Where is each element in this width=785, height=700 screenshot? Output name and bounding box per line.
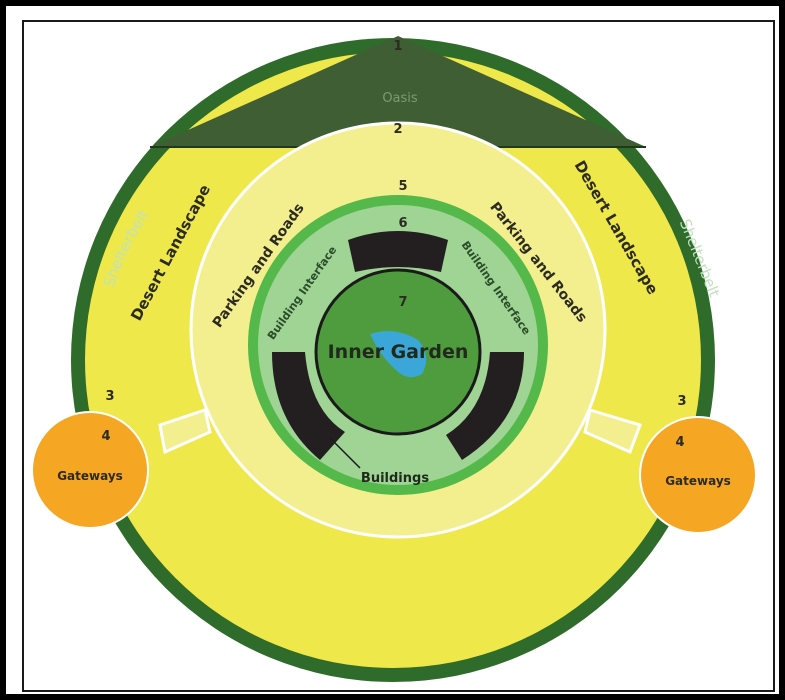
zone-number-1: 1: [393, 39, 402, 54]
zone-number-7: 7: [398, 295, 407, 310]
zone-number-6: 6: [398, 216, 407, 231]
building-block-right: [446, 352, 524, 460]
gateways-label-left: Gateways: [57, 469, 123, 483]
building-block-top: [348, 231, 448, 272]
gateway-left: [31, 411, 149, 529]
zone-number-4-right: 4: [675, 435, 684, 450]
zone-number-2: 2: [393, 122, 402, 137]
zone-number-3-right: 3: [677, 394, 686, 409]
gateway-connector-left: [158, 408, 212, 455]
zone-number-4-left: 4: [101, 429, 110, 444]
buildings-leader-line: [329, 437, 361, 469]
inner-garden-water: [370, 331, 427, 378]
diagram-inner-border: [22, 20, 775, 692]
zone-number-5: 5: [398, 179, 407, 194]
zone-number-3-left: 3: [105, 389, 114, 404]
inner-garden-label: Inner Garden: [328, 341, 469, 363]
gateway-connector-right: [583, 408, 642, 455]
gateways-label-right: Gateways: [665, 474, 731, 488]
building-block-left: [272, 352, 345, 460]
gateway-right: [639, 416, 757, 534]
oasis-zone-upper: [150, 36, 646, 147]
buildings-label: Buildings: [361, 471, 429, 486]
oasis-label: Oasis: [382, 91, 418, 106]
